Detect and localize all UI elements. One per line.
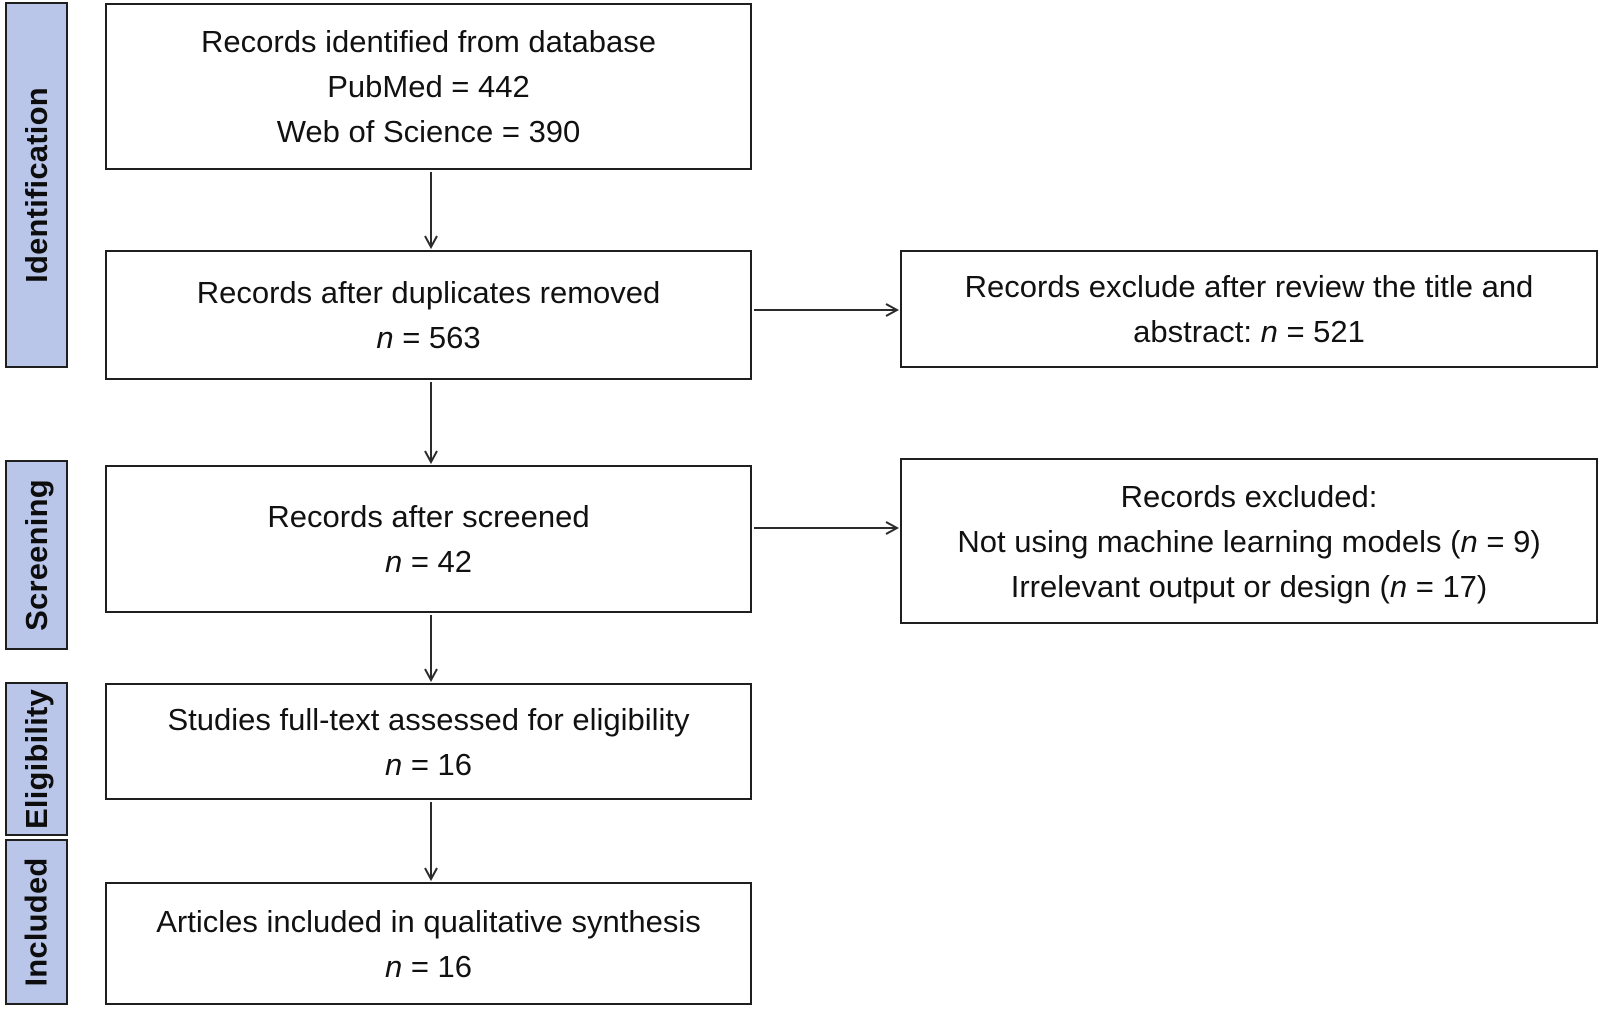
box-text-line: n = 16 [384,746,473,782]
box-text-line: Not using machine learning models (n = 9… [957,523,1541,559]
box-records-screened: Records after screened n = 42 [105,465,752,613]
box-text-line: n = 16 [384,948,473,984]
stage-identification: Identification [5,2,68,368]
box-text-line: Records after duplicates removed [196,275,661,310]
box-articles-included: Articles included in qualitative synthes… [105,882,752,1005]
stage-screening-label: Screening [18,479,54,631]
stage-eligibility-label: Eligibility [18,689,54,829]
stage-eligibility: Eligibility [5,682,68,836]
box-text-line: PubMed = 442 [327,69,530,104]
stage-included-label: Included [18,857,54,987]
box-excluded-reasons: Records excluded: Not using machine learn… [900,458,1598,624]
box-text-line: Records exclude after review the title a… [964,269,1534,304]
box-text-line: n = 563 [376,320,481,355]
box-duplicates-removed: Records after duplicates removed n = 563 [105,250,752,380]
box-text-line: Irrelevant output or design (n = 17) [1010,568,1488,604]
stage-screening: Screening [5,460,68,650]
box-text-line: Records excluded: [1120,478,1378,514]
box-text-line: Web of Science = 390 [276,114,581,149]
box-text-line: n = 42 [384,544,473,579]
box-text-line: Records identified from database [201,24,656,59]
stage-identification-label: Identification [18,87,54,283]
box-text-line: Records after screened [267,499,590,534]
stage-included: Included [5,839,68,1005]
box-text-line: Studies full-text assessed for eligibili… [167,701,690,737]
box-text-line: abstract: n = 521 [1133,314,1365,349]
box-text-line: Articles included in qualitative synthes… [156,903,701,939]
box-excluded-title-abstract: Records exclude after review the title a… [900,250,1598,368]
box-fulltext-assessed: Studies full-text assessed for eligibili… [105,683,752,800]
